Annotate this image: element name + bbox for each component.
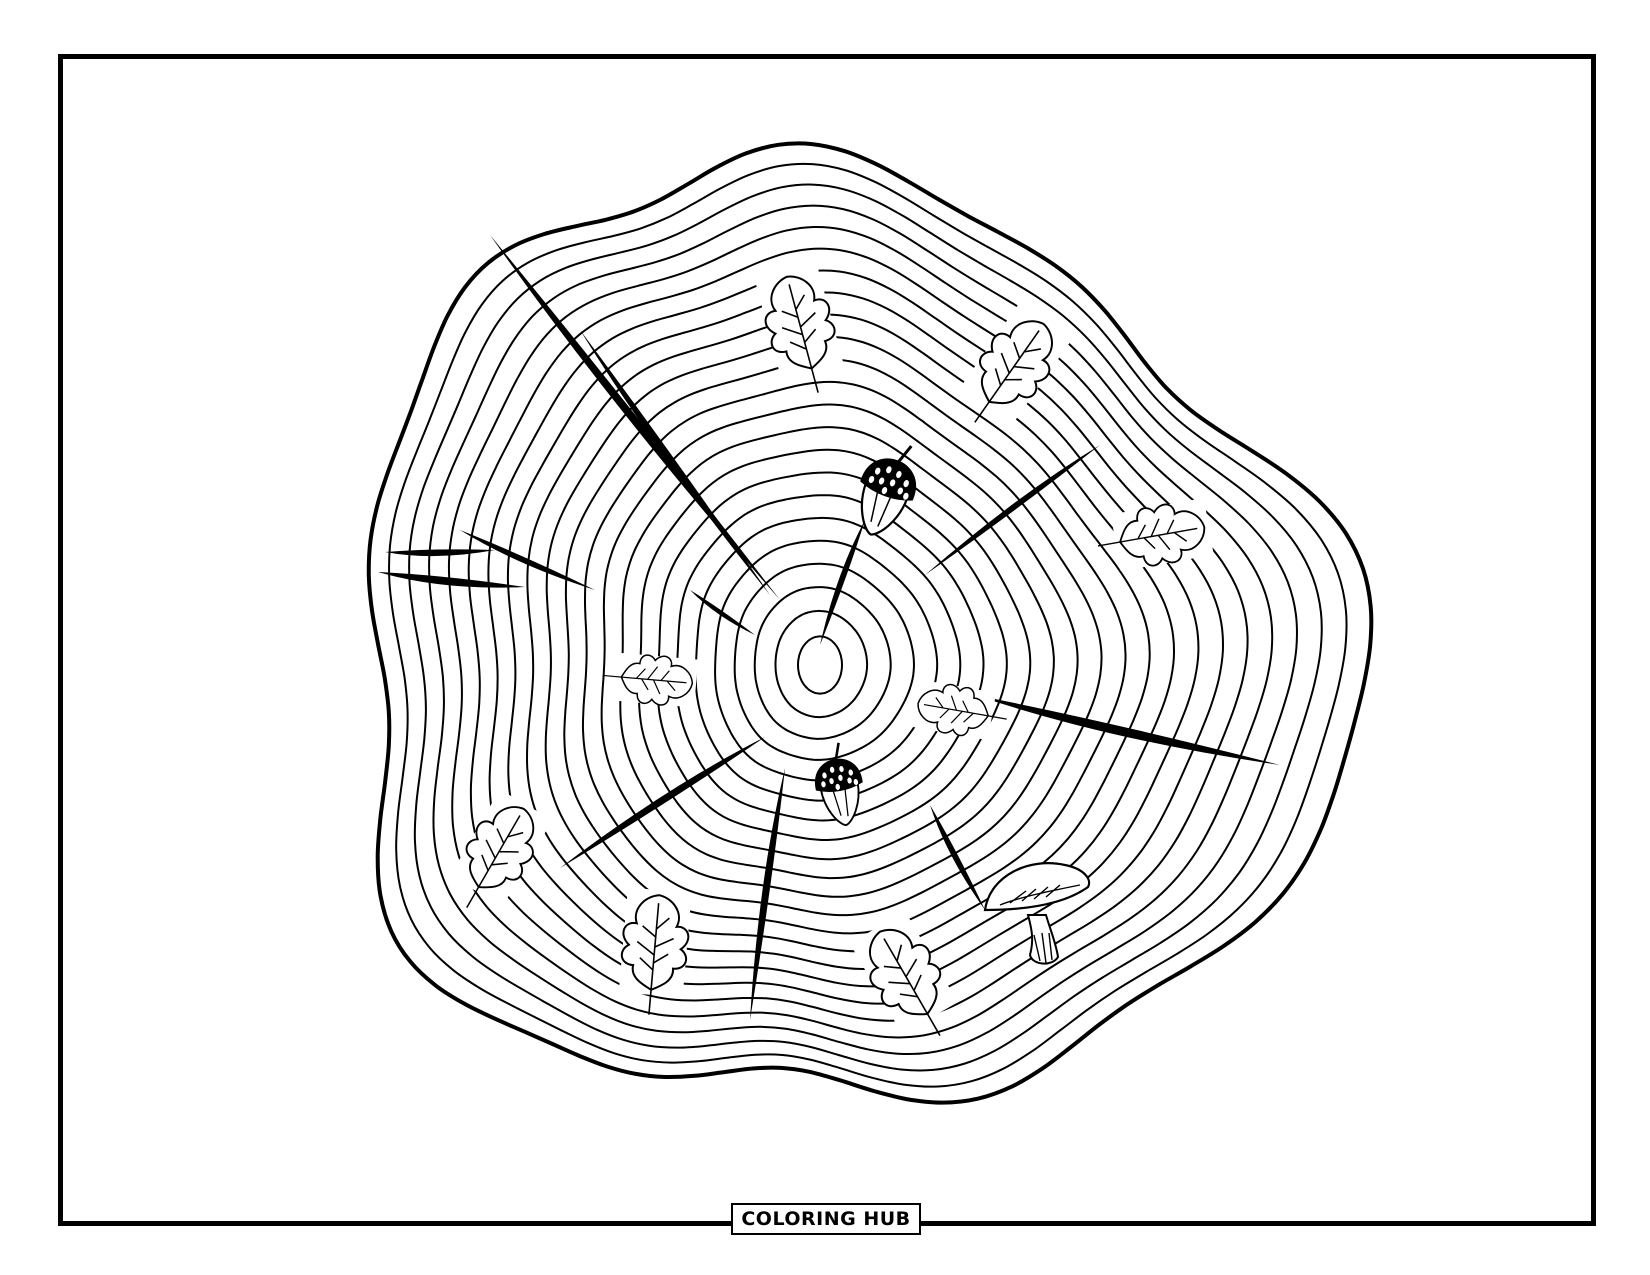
growth-ring [774, 609, 869, 719]
oak-leaf-lower-left-icon [449, 789, 553, 908]
acorn-bottom-icon [814, 742, 863, 827]
growth-ring [797, 635, 843, 695]
crack [490, 235, 780, 600]
mushroom-icon [983, 862, 1091, 965]
growth-ring [408, 183, 1323, 1072]
crack [930, 805, 985, 910]
growth-ring [388, 162, 1348, 1088]
leaf-center-left-icon [602, 652, 699, 708]
crack [690, 590, 755, 635]
crack [925, 445, 1100, 575]
growth-ring [544, 335, 1151, 953]
acorn-top-icon [860, 445, 917, 536]
crack [820, 520, 865, 645]
growth-ring [600, 403, 1079, 898]
crack [580, 330, 770, 595]
oak-leaf-bottom-left-icon [618, 887, 692, 1015]
growth-ring [447, 225, 1274, 1039]
growth-ring [581, 380, 1103, 917]
oak-leaf-bottom-icon [849, 911, 958, 1037]
crack [975, 695, 1280, 765]
growth-ring [428, 204, 1298, 1056]
crack [750, 768, 785, 1020]
oak-leaf-top-right-icon [960, 301, 1073, 425]
growth-ring [526, 313, 1176, 970]
growth-ring [733, 562, 915, 761]
crack [385, 549, 495, 557]
growth-ring [467, 247, 1249, 1022]
oak-leaf-top-icon [754, 263, 844, 393]
wood-cracks [378, 235, 1280, 1020]
bark-outline [366, 141, 1374, 1105]
crack [560, 737, 765, 868]
oak-leaf-right-icon [1097, 498, 1214, 572]
crack [378, 572, 525, 588]
growth-ring [714, 539, 939, 782]
growth-ring [753, 586, 892, 740]
leaves-group [449, 263, 1214, 1037]
leaf-center-right-icon [910, 679, 1007, 741]
brand-label: COLORING HUB [731, 1203, 921, 1235]
acorns-group [814, 445, 917, 827]
crack [460, 530, 595, 590]
growth-ring [487, 269, 1224, 1005]
growth-ring [563, 358, 1127, 935]
growth-ring [506, 291, 1200, 988]
